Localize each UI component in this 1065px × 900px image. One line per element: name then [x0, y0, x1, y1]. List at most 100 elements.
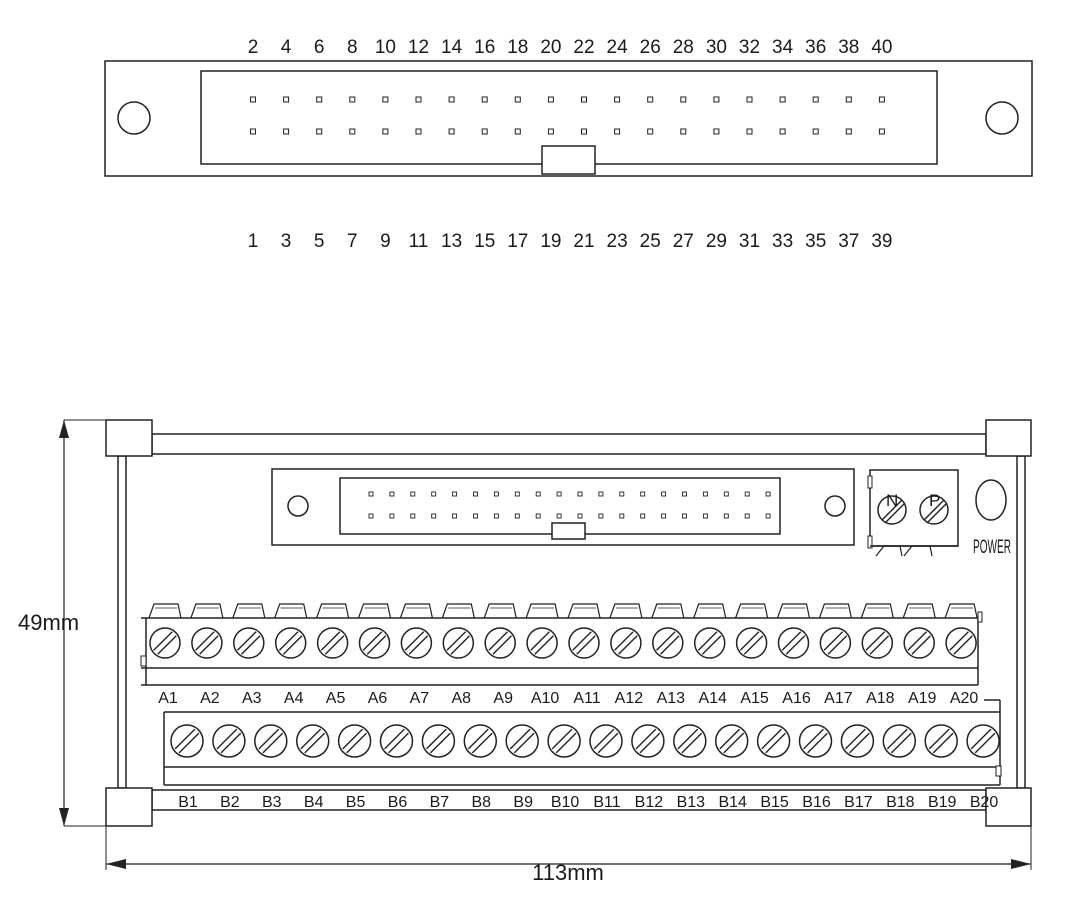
board-connector-pin — [661, 513, 667, 519]
pin-label-odd: 23 — [607, 231, 628, 252]
clamp-top — [776, 603, 811, 619]
connector-pin — [779, 128, 786, 135]
screw-slot — [178, 732, 200, 754]
pin-label-odd: 37 — [838, 231, 859, 252]
terminal-screw — [693, 627, 726, 659]
power-led-label: POWER — [973, 537, 1011, 558]
pin-label-even: 34 — [772, 37, 794, 58]
terminal-label-a: A12 — [615, 690, 644, 707]
terminal-screw — [798, 724, 833, 758]
pin-label-odd: 15 — [474, 231, 495, 252]
screw-slot — [765, 732, 787, 754]
screw-slot — [404, 631, 425, 651]
pin-label-even: 24 — [607, 37, 629, 58]
pin-label-even: 18 — [507, 37, 528, 58]
screw-slot — [807, 732, 828, 754]
board-connector-pin — [368, 491, 374, 497]
board-connector-pin — [640, 491, 646, 497]
connector-pin — [481, 96, 488, 103]
power-screw-p — [919, 495, 949, 525]
terminal-label-b: B7 — [430, 794, 450, 811]
board-connector-pin — [577, 491, 583, 497]
terminal-label-a: A9 — [493, 690, 513, 707]
board-connector-pin — [556, 513, 562, 519]
connector-pin — [382, 96, 389, 103]
screw-slot — [827, 635, 848, 655]
screw-slot — [639, 732, 661, 754]
screw-slot — [701, 635, 722, 655]
terminal-label-b: B3 — [262, 794, 282, 811]
connector-pin — [746, 96, 753, 103]
terminal-screw — [379, 724, 414, 758]
connector-pin — [547, 96, 554, 103]
connector-pin — [382, 128, 389, 135]
terminal-label-b: B12 — [635, 794, 664, 811]
corner-block-bottom-left — [105, 787, 153, 827]
terminal-label-a: A3 — [242, 690, 262, 707]
connector-pin — [448, 96, 455, 103]
screw-slot — [970, 728, 992, 750]
power-terminal-block: N P — [867, 469, 959, 557]
pin-label-even: 38 — [838, 37, 859, 58]
screw-slot — [195, 631, 215, 651]
board-connector-pin — [577, 513, 583, 519]
board-connector-pin — [535, 513, 541, 519]
connector-pin — [878, 96, 885, 103]
pin-label-even: 12 — [408, 37, 429, 58]
pin-label-even: 32 — [739, 37, 760, 58]
terminal-screw — [861, 627, 894, 659]
screw-slot — [719, 728, 741, 750]
terminal-label-b: B11 — [593, 794, 620, 811]
terminal-screw — [316, 627, 349, 659]
terminal-label-a: A19 — [908, 690, 937, 707]
screw-slot — [425, 728, 447, 750]
screw-slot — [781, 631, 802, 651]
clamp-top — [232, 603, 266, 619]
terminal-label-b: B6 — [388, 794, 408, 811]
screw-slot — [886, 728, 908, 750]
width-dimension: 113mm — [105, 826, 1032, 885]
terminal-label-a: A4 — [284, 690, 304, 707]
terminal-label-a: A6 — [368, 690, 388, 707]
terminal-screw — [233, 627, 265, 659]
clamp-top — [525, 603, 559, 619]
pin-label-odd: 35 — [805, 231, 826, 252]
connector-pin — [349, 96, 356, 103]
screw-slot — [258, 728, 280, 750]
screw-slot — [848, 732, 870, 754]
screw-slot — [635, 728, 657, 750]
screw-slot — [429, 732, 451, 754]
screw-slot — [241, 635, 261, 655]
screw-slot — [844, 728, 866, 750]
board-connector-pin — [410, 513, 416, 519]
clamp-top — [441, 603, 475, 619]
terminal-screw — [149, 627, 181, 659]
connector-pin — [614, 128, 621, 135]
terminal-label-a: A7 — [410, 690, 430, 707]
terminal-label-a: A5 — [326, 690, 346, 707]
screw-slot — [656, 631, 676, 651]
pin-label-odd: 17 — [507, 231, 528, 252]
terminal-screw — [631, 724, 665, 758]
screw-slot — [153, 631, 173, 651]
connector-pin — [349, 128, 356, 135]
clamp-top — [357, 603, 392, 619]
screw-slot — [304, 732, 326, 754]
screw-slot — [174, 728, 196, 750]
terminal-label-b: B14 — [718, 794, 747, 811]
pin-label-odd: 31 — [739, 231, 760, 252]
terminal-label-b: B15 — [760, 794, 789, 811]
terminal-screw — [400, 627, 433, 659]
board-connector-pin — [410, 491, 416, 497]
connector-pin — [250, 96, 256, 103]
screw-slot — [953, 635, 973, 655]
screw-slot — [450, 635, 471, 655]
power-screw-n — [877, 495, 907, 525]
terminal-label-b: B17 — [844, 794, 873, 811]
pin-label-odd: 29 — [706, 231, 727, 252]
screw-slot — [576, 635, 596, 655]
width-dimension-label: 113mm — [532, 860, 604, 885]
connector-pin — [878, 128, 885, 135]
connector-pin — [779, 96, 786, 103]
